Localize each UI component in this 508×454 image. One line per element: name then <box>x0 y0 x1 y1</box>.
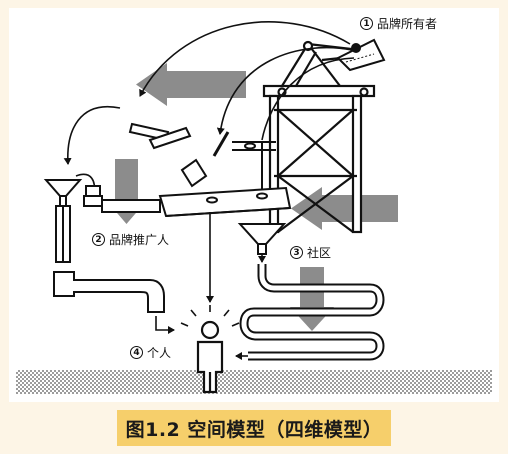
owner-flow-arrows <box>63 21 355 195</box>
gray-arrow-left-community <box>291 187 398 230</box>
label-brand-promoter: 2 品牌推广人 <box>92 231 169 248</box>
person-icon <box>196 320 224 394</box>
funnel-community <box>237 223 287 255</box>
number-badge: 4 <box>130 346 143 359</box>
pipe-left <box>53 271 165 313</box>
arrows-to-individual <box>155 212 266 334</box>
radiating-lines <box>180 305 240 327</box>
label-text: 个人 <box>147 346 172 360</box>
figure-caption: 图1.2 空间模型（四维模型） <box>125 418 383 441</box>
tilted-mechanism <box>128 122 230 188</box>
funnel-left <box>43 179 83 263</box>
broadcast-dish-icon <box>336 38 386 72</box>
valve-box <box>83 185 161 213</box>
number-badge: 1 <box>360 17 373 30</box>
number-badge: 3 <box>290 246 303 259</box>
gray-arrow-down-promoter <box>105 159 148 224</box>
ground <box>16 370 492 394</box>
gray-arrow-down-community <box>290 267 334 331</box>
tower <box>262 40 376 234</box>
gray-arrow-left <box>136 63 246 106</box>
label-individual: 4 个人 <box>130 344 171 361</box>
label-text: 社区 <box>307 246 332 260</box>
central-tray <box>158 186 292 218</box>
broadcast-source-icon <box>351 43 361 53</box>
label-text: 品牌推广人 <box>109 233 170 247</box>
label-text: 品牌所有者 <box>377 17 438 31</box>
label-brand-owner: 1 品牌所有者 <box>360 15 437 32</box>
label-community: 3 社区 <box>290 244 331 261</box>
number-badge: 2 <box>92 233 105 246</box>
caption-bar: 图1.2 空间模型（四维模型） <box>117 410 391 446</box>
